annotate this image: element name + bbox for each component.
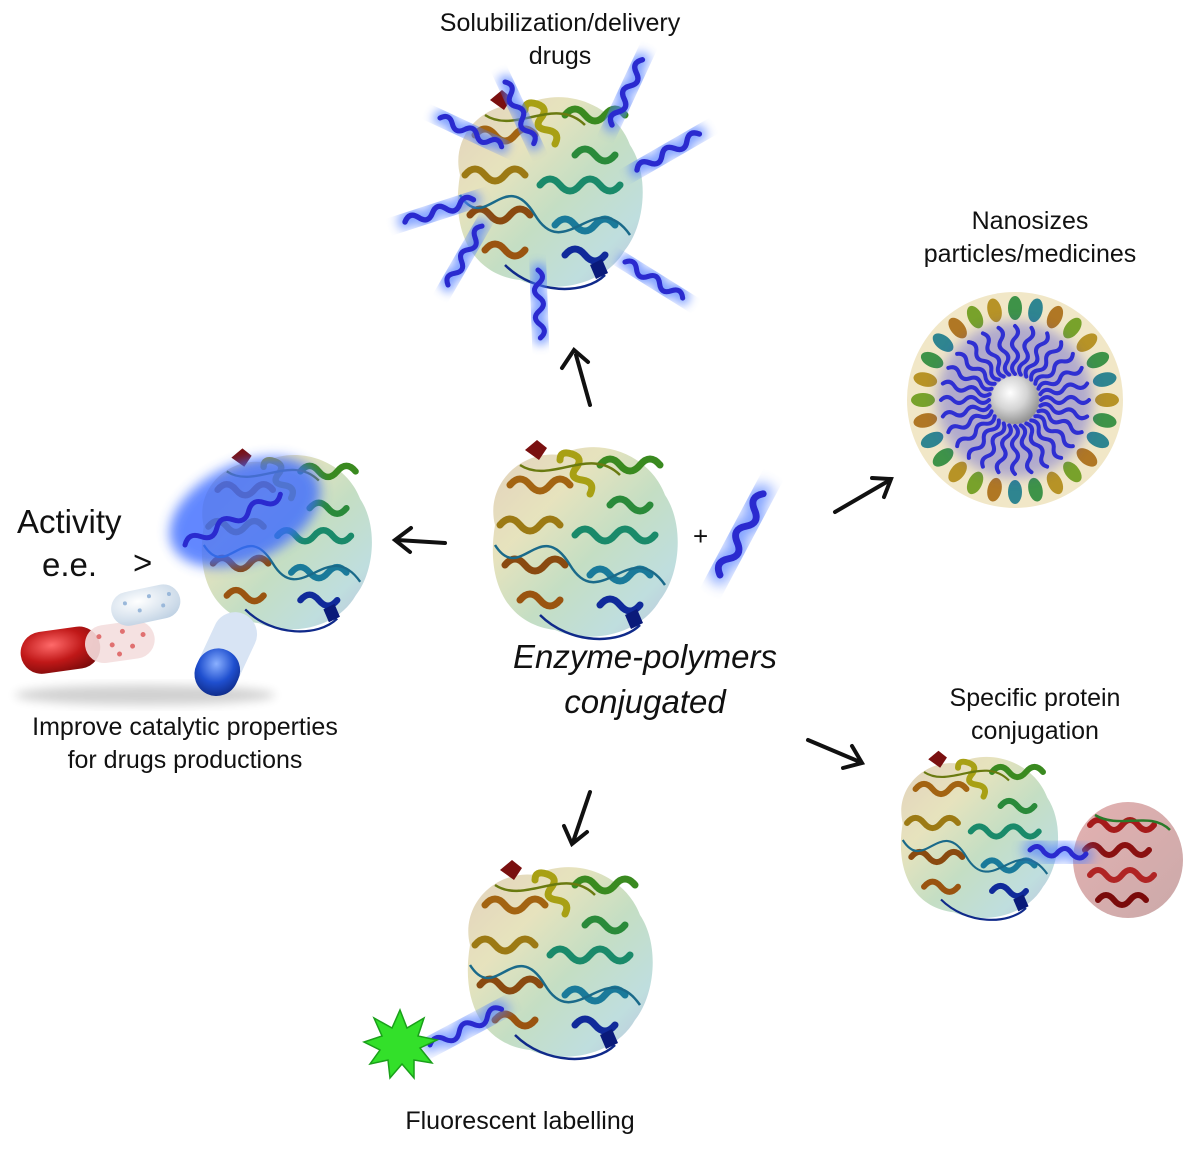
- label-protein: Specific protein conjugation: [895, 682, 1175, 748]
- protein-conjugate: [901, 751, 1183, 920]
- arrow-to-fluorescent: [562, 790, 592, 848]
- label-ee: e.e.: [42, 546, 98, 583]
- capsule-white: [111, 584, 181, 626]
- arrow-to-nanosizes: [833, 476, 894, 514]
- fluorophore-star: [362, 1008, 440, 1081]
- capsule-blue: [194, 612, 258, 697]
- solubilized-enzyme: [404, 58, 702, 338]
- central-polymer-chain: [715, 491, 768, 578]
- drug-capsules: [15, 584, 275, 705]
- label-protein-line1: Specific protein: [949, 684, 1121, 712]
- label-nanosizes-line2: particles/medicines: [923, 240, 1137, 268]
- label-solubilization-line1: Solubilization/delivery: [439, 9, 681, 37]
- label-protein-line2: conjugation: [971, 717, 1099, 745]
- catalytic-enzyme: [169, 435, 372, 632]
- label-fluorescent: Fluorescent labelling: [405, 1107, 635, 1135]
- label-comparator: >: [133, 544, 153, 581]
- label-solubilization-line2: drugs: [528, 42, 592, 70]
- arrows: [391, 347, 894, 848]
- label-nanosizes: Nanosizes particles/medicines: [880, 205, 1180, 271]
- central-title-line1: Enzyme-polymers: [512, 638, 778, 675]
- arrow-to-protein: [806, 738, 866, 770]
- label-catalytic-line1: Improve catalytic properties: [32, 713, 338, 741]
- capsule-red: [20, 620, 155, 674]
- label-activity: Activity: [17, 503, 122, 540]
- label-catalytic-line2: for drugs productions: [67, 746, 303, 774]
- central-title-line2: conjugated: [564, 683, 726, 720]
- central-title: Enzyme-polymers conjugated: [455, 634, 835, 724]
- label-nanosizes-line1: Nanosizes: [971, 207, 1089, 235]
- nanoparticle: [907, 292, 1123, 508]
- label-solubilization: Solubilization/delivery drugs: [400, 7, 720, 73]
- central-enzyme: [493, 440, 678, 639]
- fluorescent-enzyme: [422, 860, 652, 1059]
- label-catalytic: Improve catalytic properties for drugs p…: [0, 711, 370, 777]
- arrow-to-catalytic: [391, 526, 447, 554]
- plus-sign: +: [693, 521, 708, 551]
- arrow-to-solubilization: [560, 347, 592, 407]
